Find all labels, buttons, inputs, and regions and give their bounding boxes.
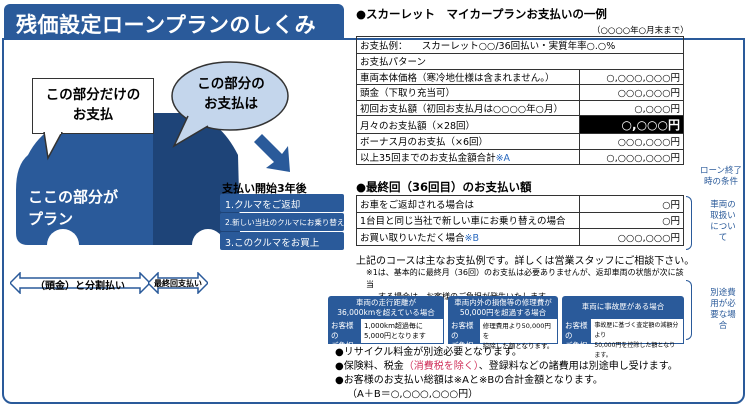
condition-damage: 車両内外の損傷等の修理費が 50,000円を超過する場合 お客様のご負担額 修理… (448, 296, 558, 360)
notice-main: 上記のコースは主なお支払例です。詳しくは営業スタッフにご相談下さい。 (356, 256, 695, 267)
final-table: お車をご返却される場合は ○円 1台目と同じ当社で新しい車にお乗り替えの場合 ○… (356, 195, 684, 246)
bracket-extra (686, 280, 692, 340)
mark-a: ※A (495, 152, 511, 164)
table-row: お支払例： スカーレット○○/36回払い・実質年率○.○% (356, 36, 684, 54)
option-return: 1.クルマをご返却 (220, 194, 344, 212)
monthly-payment-value: ○,○○○円 (579, 115, 684, 134)
side-note-loan-end: ローン終了 時の条件 (699, 166, 743, 187)
bullet-notes: ●リサイクル料金が別途必要となります。 ●保険料、税金（消費税を除く）、登録料な… (335, 347, 678, 400)
arrow-installment-label: （頭金）と分割払い (35, 281, 125, 292)
car-rear-wheel (192, 229, 224, 261)
arrow-final-label: 最終回支払い (154, 279, 202, 288)
table-row: 初回お支払額（初回お支払月は○○○○年○月） ○,○○○円 (356, 99, 684, 116)
bubble-installment: この部分だけの お支払 (32, 78, 154, 134)
table-row: 1台目と同じ当社で新しい車にお乗り替えの場合 ○円 (356, 211, 684, 229)
side-note-vehicle: 車両の 取扱い につい て (710, 200, 736, 243)
table-row: 月々のお支払額（×28回） ○,○○○円 (356, 115, 684, 134)
car-label: ここの部分が プラン (28, 188, 119, 228)
table-row: 車両本体価格（寒冷地仕様は含まれません。） ○,○○○,○○○円 (356, 68, 684, 85)
bracket-vehicle (686, 196, 692, 250)
example-table: お支払例： スカーレット○○/36回払い・実質年率○.○% お支払パターン 車両… (356, 36, 684, 165)
bubble-final-payment (171, 61, 289, 148)
example-heading: ●スカーレット マイカープランお支払いの一例 (356, 7, 607, 21)
final-heading: ●最終回（36回目）のお支払い額 (356, 180, 532, 194)
page-title: 残価設定ローンプランのしくみ (4, 4, 344, 40)
table-row: お支払パターン (356, 53, 684, 70)
example-subheading: （○○○○年○月末まで） (592, 26, 689, 36)
option-replace: 2.新しい当社のクルマにお乗り替え (220, 213, 344, 231)
arrow-final (148, 272, 208, 294)
table-row: お買い取りいただく場合※B ○○○,○○○円 (356, 228, 684, 246)
options-heading: 支払い開始3年後 (222, 182, 307, 195)
table-row: 以上35回までのお支払金額合計※A ○,○○○,○○○円 (356, 148, 684, 165)
table-row: お車をご返却される場合は ○円 (356, 195, 684, 213)
side-note-extra: 別途費 用が必 要な場 合 (710, 288, 736, 331)
table-row: ボーナス月のお支払（×6回） ○○○,○○○円 (356, 133, 684, 150)
arrow-down-right-icon (254, 134, 290, 172)
condition-mileage: 車両の走行距離が 36,000kmを超えている場合 お客様のご負担額 1,000… (328, 296, 444, 360)
tax-note: （消費税を除く） (403, 361, 479, 372)
option-buy: 3.このクルマをお買上 (220, 232, 344, 250)
mark-b: ※B (464, 232, 479, 244)
bubble-final-payment-text: この部分の お支払は (197, 76, 265, 112)
table-row: 頭金（下取り充当可） ○○○,○○○円 (356, 84, 684, 101)
bubble-tail-left (43, 132, 63, 161)
car-front-wheel (47, 229, 79, 261)
arrow-installment (10, 272, 150, 294)
